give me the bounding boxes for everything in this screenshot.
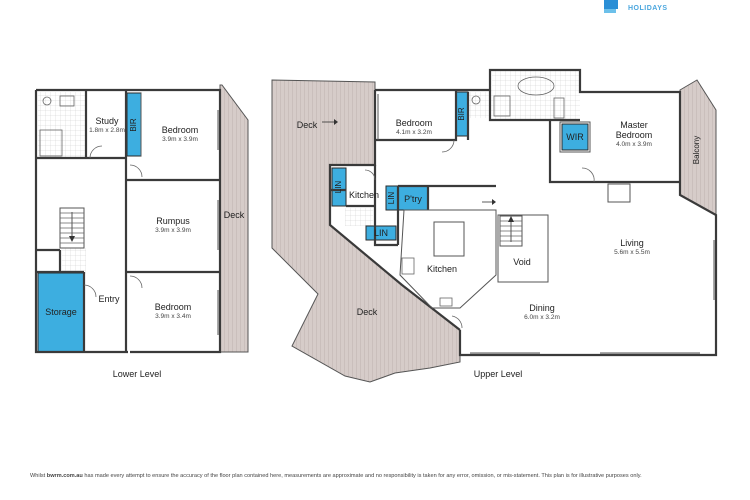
door-bedroom-lower-top bbox=[129, 164, 143, 178]
laundry-lower bbox=[62, 248, 86, 274]
dining-dim: 6.0m x 3.2m bbox=[524, 314, 560, 321]
disclaimer-prefix: Whilst bbox=[30, 473, 47, 479]
kitchen-main-label: Kitchen bbox=[427, 264, 457, 274]
kitchen-island bbox=[433, 221, 465, 257]
pantry-label: P'try bbox=[404, 194, 422, 204]
door-dining bbox=[451, 315, 463, 329]
brand-logo-mark bbox=[604, 0, 618, 9]
void-area bbox=[497, 214, 549, 283]
entry-arrow-upper bbox=[482, 199, 496, 205]
door-kitchen-top bbox=[364, 169, 376, 181]
fireplace bbox=[607, 183, 631, 203]
kitchen-top-label: Kitchen bbox=[349, 190, 379, 200]
living-label: Living bbox=[620, 238, 644, 248]
upper-level-label: Upper Level bbox=[474, 369, 523, 379]
shower-lower bbox=[39, 129, 63, 157]
lower-level-label: Lower Level bbox=[113, 369, 162, 379]
entry-label: Entry bbox=[98, 294, 120, 304]
bedroom-lower-bottom-label: Bedroom bbox=[155, 302, 192, 312]
cooktop bbox=[401, 257, 415, 275]
toilet-lower bbox=[42, 96, 52, 106]
wir-label: WIR bbox=[566, 132, 584, 142]
disclaimer-text: has made every attempt to ensure the acc… bbox=[82, 473, 642, 479]
kitchen-sink bbox=[439, 297, 453, 307]
living-dim: 5.6m x 5.5m bbox=[614, 249, 650, 256]
toilet-upper bbox=[471, 95, 481, 105]
rumpus-label: Rumpus bbox=[156, 216, 190, 226]
door-entry bbox=[83, 284, 97, 298]
upper-outer-walls bbox=[328, 68, 718, 357]
deck-lower-label: Deck bbox=[224, 210, 245, 220]
bathtub bbox=[517, 76, 555, 96]
bir-lower-label: BIR bbox=[129, 118, 138, 132]
lin-1-label: LIN bbox=[334, 181, 343, 194]
kitchen-bench bbox=[399, 209, 497, 309]
wir-walls bbox=[559, 121, 591, 153]
lower-interior-walls bbox=[36, 90, 220, 352]
kitchen-top-floor bbox=[345, 208, 373, 226]
disclaimer-site: bwrm.com.au bbox=[46, 473, 83, 479]
door-study bbox=[89, 145, 103, 159]
bir-upper-label: BIR bbox=[457, 107, 466, 121]
shower-upper bbox=[493, 95, 511, 117]
balcony-label: Balcony bbox=[692, 136, 701, 164]
deck-upper-top-label: Deck bbox=[297, 120, 318, 130]
lower-outer-walls bbox=[34, 88, 222, 354]
vanity-lower bbox=[59, 95, 75, 107]
master-bedroom-dim: 4.0m x 3.9m bbox=[616, 141, 652, 148]
bedroom-upper-dim: 4.1m x 3.2m bbox=[396, 129, 432, 136]
upper-interior-walls bbox=[330, 90, 680, 247]
study-label: Study bbox=[95, 116, 119, 126]
dining-label: Dining bbox=[529, 303, 555, 313]
stairs-upper bbox=[499, 215, 523, 247]
upper-windows bbox=[377, 94, 715, 354]
master-bedroom-label-2: Bedroom bbox=[616, 130, 653, 140]
bathroom-upper bbox=[468, 92, 492, 118]
door-bedroom-lower-bottom bbox=[129, 275, 143, 289]
lin-2-label: LIN bbox=[387, 192, 396, 205]
door-bedroom-upper bbox=[441, 139, 455, 153]
deck-upper-bottom-label: Deck bbox=[357, 307, 378, 317]
rumpus-dim: 3.9m x 3.9m bbox=[155, 227, 191, 234]
bedroom-lower-bottom-dim: 3.9m x 3.4m bbox=[155, 313, 191, 320]
lower-level: Study 1.8m x 2.8m BIR Bedroom 3.9m x 3.9… bbox=[34, 84, 249, 379]
bedroom-lower-top-dim: 3.9m x 3.9m bbox=[162, 136, 198, 143]
upper-level: Deck Deck Bedroom 4.1m x 3.2m BIR Master… bbox=[271, 68, 718, 383]
lin-3-label: LIN bbox=[374, 228, 388, 238]
ensuite-vanity bbox=[553, 97, 565, 119]
storage-label: Storage bbox=[45, 307, 77, 317]
deck-arrow-top bbox=[322, 119, 338, 125]
void-label: Void bbox=[513, 257, 531, 267]
brand-name: HOLIDAYS bbox=[628, 5, 668, 12]
bedroom-lower-top-label: Bedroom bbox=[162, 125, 199, 135]
study-dim: 1.8m x 2.8m bbox=[89, 127, 125, 134]
master-bedroom-label-1: Master bbox=[620, 120, 648, 130]
bedroom-upper-label: Bedroom bbox=[396, 118, 433, 128]
wir-room bbox=[561, 123, 589, 151]
brand-logo: HOLIDAYS bbox=[604, 0, 750, 18]
stairs-lower bbox=[59, 207, 85, 249]
door-master bbox=[581, 167, 595, 183]
lin-3 bbox=[365, 225, 397, 241]
brand-logo-mark-accent bbox=[604, 9, 616, 13]
lin-1 bbox=[331, 167, 347, 207]
disclaimer: Whilst bwrm.com.au has made every attemp… bbox=[30, 473, 730, 479]
